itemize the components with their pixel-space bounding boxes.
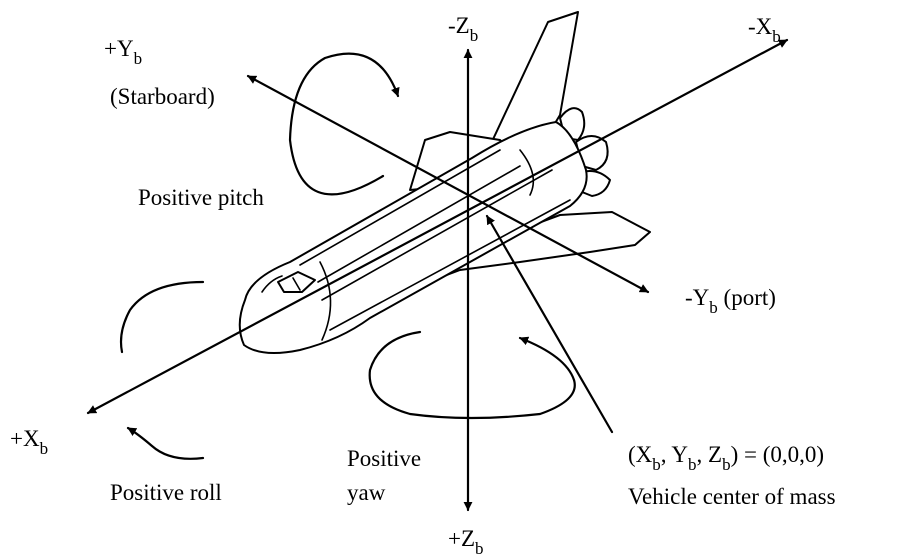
plus-zb-label: +Zb [448, 526, 484, 558]
center-coordinates-label: (Xb, Yb, Zb) = (0,0,0) [628, 442, 824, 474]
starboard-label: (Starboard) [110, 84, 215, 109]
minus-xb-label: -Xb [748, 14, 781, 46]
center-of-mass-pointer [485, 214, 614, 434]
plus-yb-label: +Yb [104, 36, 142, 68]
positive-yaw-label-line1: Positive [347, 446, 421, 471]
roll-rotation-arrow-upper [119, 280, 205, 354]
yaw-rotation-arrow [368, 330, 576, 420]
minus-zb-label: -Zb [448, 13, 478, 45]
positive-pitch-label: Positive pitch [138, 185, 264, 210]
minus-yb-label: -Yb (port) [685, 285, 776, 317]
y-axis-line [246, 74, 650, 294]
plus-xb-label: +Xb [10, 426, 48, 458]
positive-yaw-label-line2: yaw [347, 480, 386, 505]
roll-rotation-arrow-lower [126, 426, 205, 460]
center-of-mass-caption: Vehicle center of mass [628, 484, 836, 509]
pitch-rotation-arrow [288, 52, 400, 196]
positive-roll-label: Positive roll [110, 480, 222, 505]
